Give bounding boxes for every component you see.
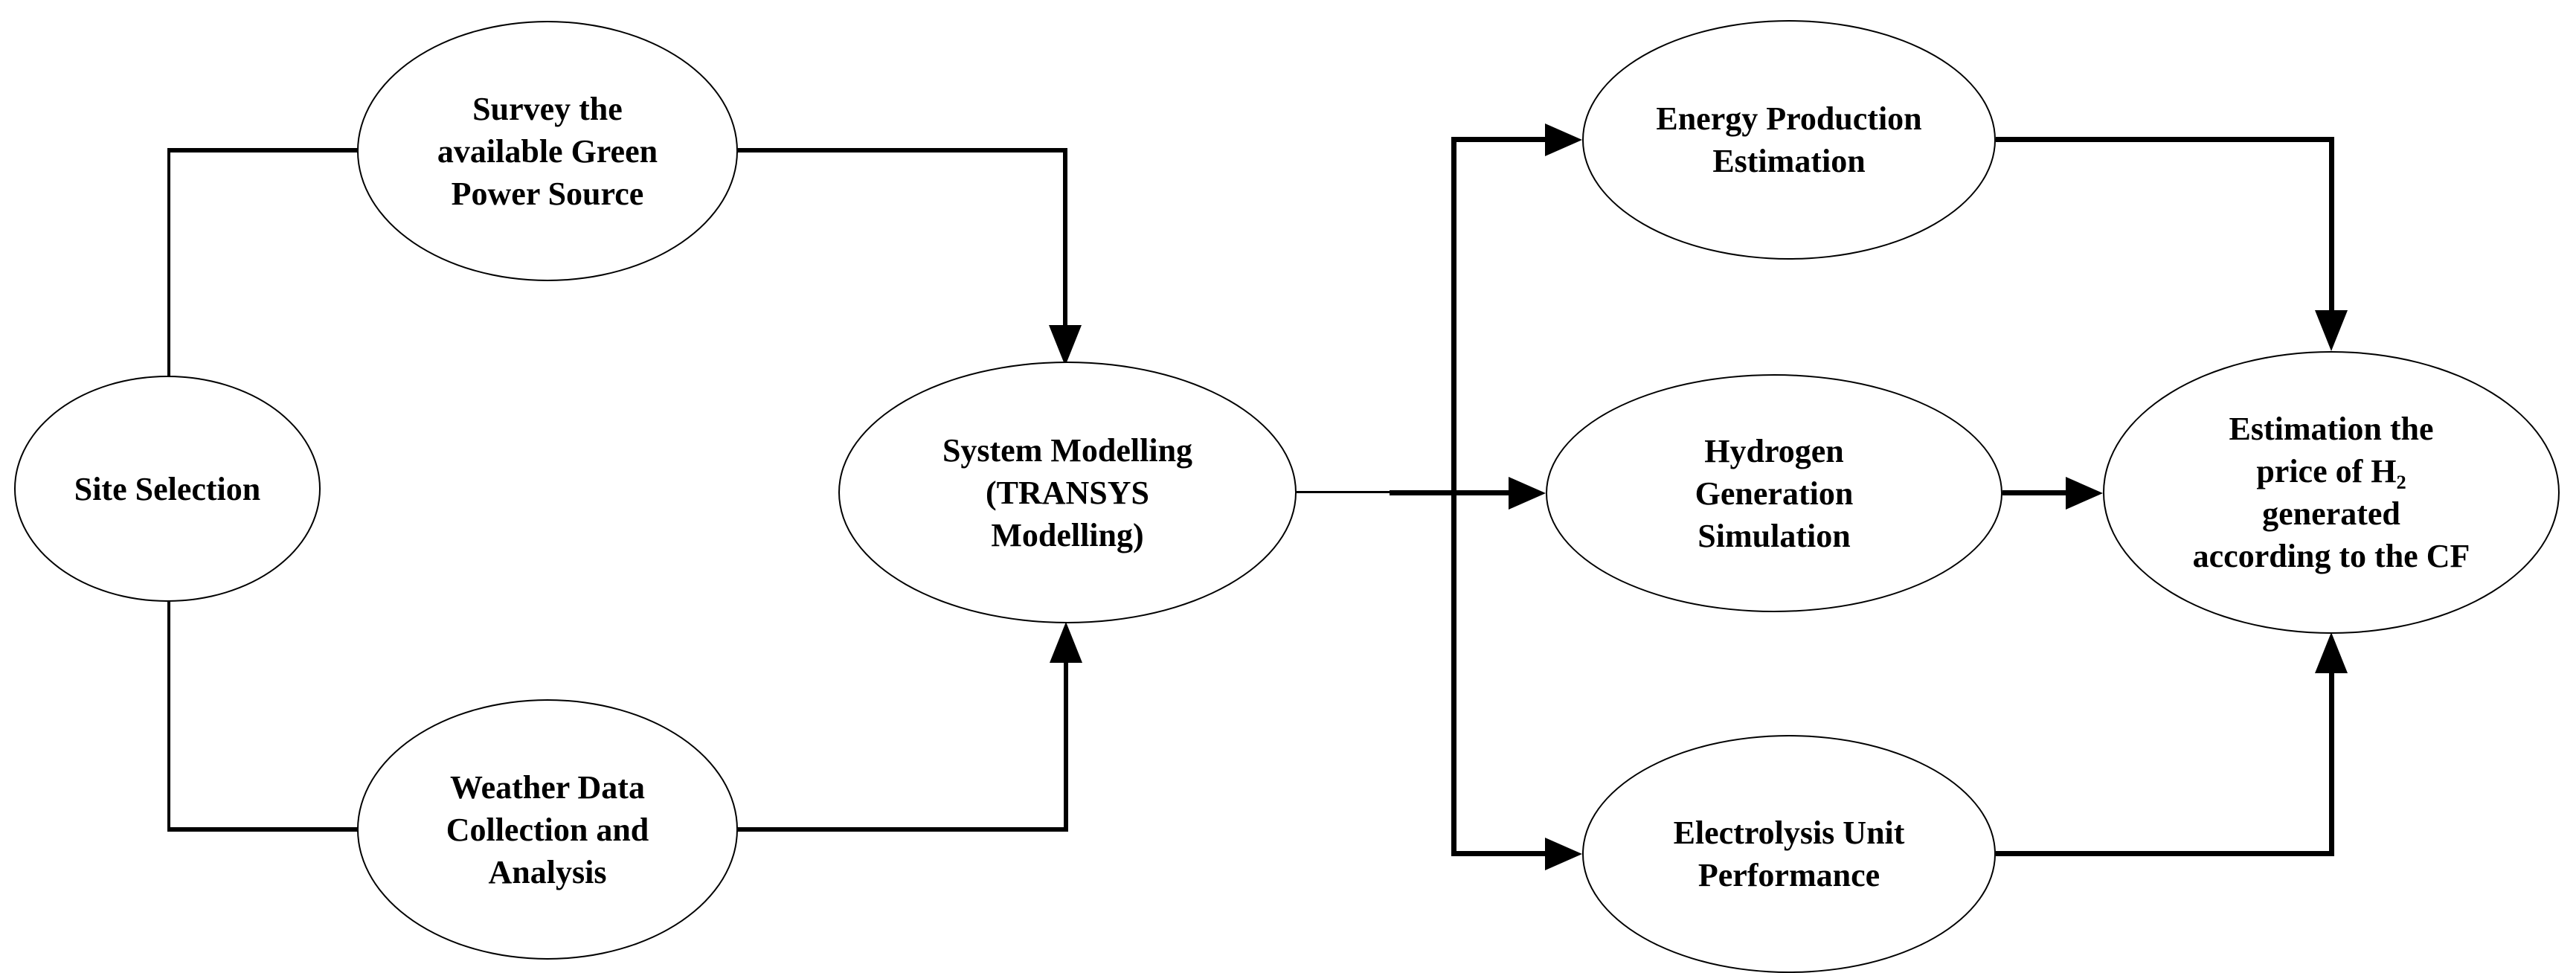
edge-junction-to-electrolysis [1454,851,1547,856]
junction-rail-vertical [1451,137,1456,856]
edge-site-to-survey-vertical [167,150,170,379]
arrowhead-into-energy [1545,123,1582,156]
node-survey-green-power-label: Survey the available Green Power Source [437,88,658,215]
edge-survey-to-sysmod-vertical [1063,148,1067,329]
label-line: Simulation [1697,517,1851,554]
label-line: generated [2262,495,2400,532]
label-line: Energy Production [1656,100,1922,137]
arrowhead-into-sysmod-top [1049,325,1082,366]
edge-sysmod-output-line-thin [1297,491,1393,493]
label-line: Estimation the [2229,411,2434,447]
node-system-modelling: System Modelling (TRANSYS Modelling) [838,362,1297,623]
edge-sysmod-output-line-thick [1390,490,1456,495]
node-hydrogen-generation: Hydrogen Generation Simulation [1546,374,2002,612]
label-line: Performance [1697,857,1880,893]
label-line: (TRANSYS [985,474,1150,511]
label-line: Site Selection [74,470,261,507]
label-line: according to the CF [2192,538,2470,574]
label-line: Power Source [451,175,644,212]
arrowhead-into-estimation-left [2066,477,2103,510]
label-line: price of H₂ [2256,453,2406,489]
edge-site-to-weather-horizontal [167,827,359,832]
node-site-selection: Site Selection [14,376,321,602]
edge-energy-to-estimation-horizontal [1996,137,2334,142]
edge-electrolysis-to-estimation-horizontal [1996,851,2334,856]
edge-electrolysis-to-estimation-vertical [2329,672,2334,856]
edge-junction-to-energy [1454,137,1547,142]
label-line: Collection and [446,811,649,848]
node-price-estimation-label: Estimation the price of H₂ generated acc… [2193,408,2470,577]
label-line: Generation [1695,475,1854,512]
node-weather-data-label: Weather Data Collection and Analysis [446,766,649,893]
label-line: Estimation [1712,143,1866,179]
node-electrolysis-unit: Electrolysis Unit Performance [1582,735,1996,973]
node-electrolysis-unit-label: Electrolysis Unit Performance [1674,812,1905,896]
edge-energy-to-estimation-vertical [2329,137,2334,312]
label-line: Weather Data [450,768,645,806]
arrowhead-into-sysmod-bottom [1050,622,1082,663]
arrowhead-into-hydrogen [1509,477,1546,510]
label-line: Survey the [472,90,623,127]
edge-hydrogen-to-estimation [2002,490,2067,495]
label-line: System Modelling [942,431,1193,469]
node-survey-green-power: Survey the available Green Power Source [357,21,738,281]
arrowhead-into-estimation-top [2315,310,2348,351]
node-price-estimation: Estimation the price of H₂ generated acc… [2103,351,2560,634]
edge-weather-to-sysmod-horizontal [736,827,1068,832]
label-line: Modelling) [991,516,1144,553]
arrowhead-into-estimation-bottom [2315,632,2348,673]
node-site-selection-label: Site Selection [74,468,261,510]
edge-site-to-survey-horizontal [167,148,359,152]
edge-survey-to-sysmod-horizontal [736,148,1067,152]
edge-site-to-weather-vertical [167,600,170,831]
node-energy-production: Energy Production Estimation [1582,20,1996,260]
node-weather-data: Weather Data Collection and Analysis [357,699,738,960]
edge-junction-to-hydrogen [1454,490,1510,495]
node-energy-production-label: Energy Production Estimation [1656,97,1921,182]
edge-weather-to-sysmod-vertical [1064,661,1068,832]
label-line: available Green [437,132,658,170]
label-line: Hydrogen [1704,432,1844,469]
label-line: Analysis [488,853,607,890]
label-line: Electrolysis Unit [1673,815,1905,851]
node-system-modelling-label: System Modelling (TRANSYS Modelling) [942,429,1192,556]
arrowhead-into-electrolysis [1545,838,1582,870]
node-hydrogen-generation-label: Hydrogen Generation Simulation [1695,430,1854,557]
